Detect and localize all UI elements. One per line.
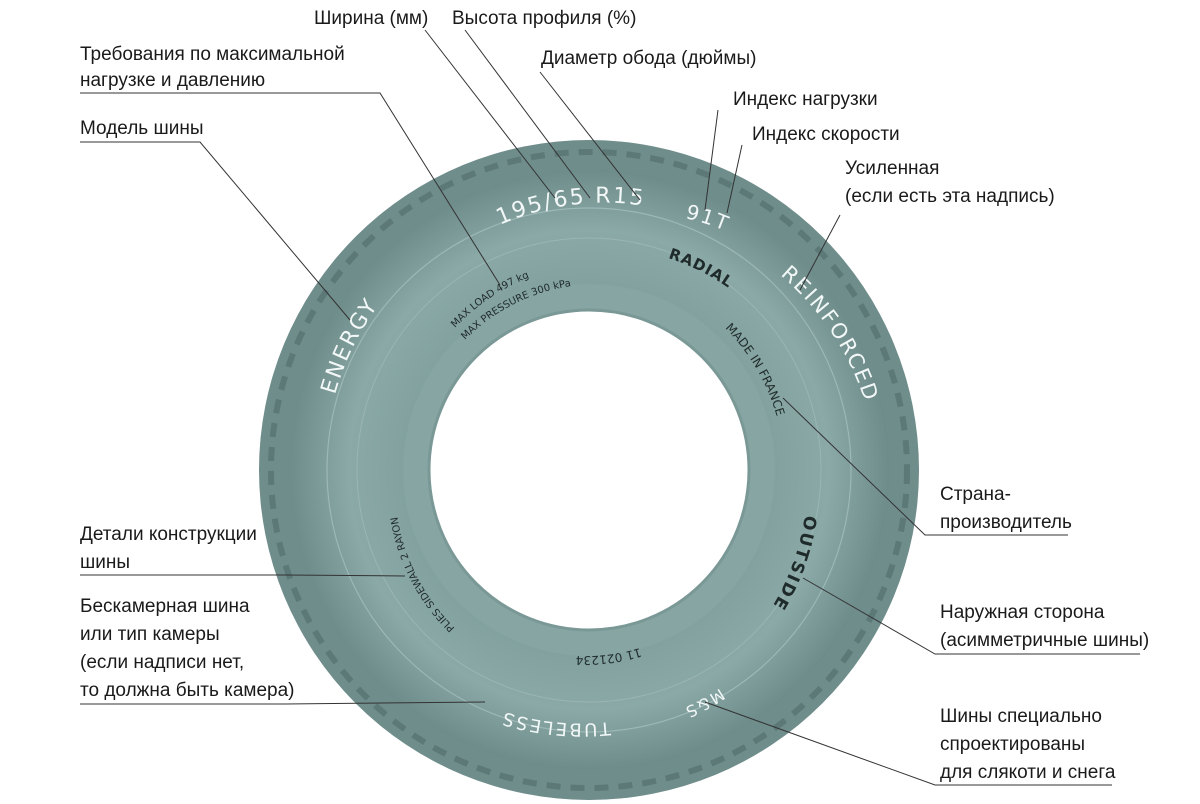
leader-tubeless <box>80 701 486 705</box>
leader-construction <box>80 574 406 577</box>
label-model: Модель шины <box>80 118 203 139</box>
label-speed-index: Индекс скорости <box>752 124 900 145</box>
sidewall-ring-mid <box>356 237 822 703</box>
label-ms-line3: для слякоти и снега <box>940 762 1116 783</box>
label-country-line1: Страна- <box>940 484 1011 505</box>
label-diameter: Диаметр обода (дюймы) <box>541 48 756 69</box>
label-reinforced-line2: (если есть эта надпись) <box>845 186 1055 207</box>
label-profile: Высота профиля (%) <box>452 8 636 29</box>
label-outside-line2: (асимметричные шины) <box>940 630 1149 651</box>
label-ms-line1: Шины специально <box>940 706 1102 727</box>
label-country-line2: производитель <box>940 512 1072 533</box>
label-load-pressure-line1: Требования по максимальной <box>80 44 345 65</box>
label-tubeless-line4: то должна быть камера) <box>80 680 295 701</box>
rim-hole <box>429 310 749 630</box>
label-tubeless-line3: (если надписи нет, <box>80 652 244 673</box>
leader-load-index <box>704 109 719 211</box>
leader-ms <box>704 701 1112 786</box>
leader-load-pressure <box>80 92 501 286</box>
leader-reinforced <box>799 214 841 291</box>
label-construction-line2: шины <box>80 552 130 573</box>
leader-speed-index <box>726 144 743 214</box>
label-tubeless-line1: Бескамерная шина <box>80 596 250 617</box>
rim-edge <box>427 308 751 632</box>
leader-model <box>80 141 351 321</box>
sidewall-ring-outer <box>326 207 852 733</box>
leader-profile <box>464 29 591 199</box>
label-width: Ширина (мм) <box>314 8 428 29</box>
label-construction-line1: Детали конструкции <box>80 524 257 545</box>
label-tubeless-line2: или тип камеры <box>80 624 220 645</box>
label-load-pressure-line2: нагрузке и давлению <box>80 70 265 91</box>
leader-diameter <box>539 71 641 201</box>
label-outside-line1: Наружная сторона <box>940 602 1105 623</box>
callouts: Ширина (мм) Высота профиля (%) Диаметр о… <box>80 8 1149 783</box>
tread-pattern <box>268 149 910 791</box>
tire <box>259 140 919 800</box>
label-reinforced-line1: Усиленная <box>845 158 939 179</box>
leader-country <box>782 397 1068 536</box>
label-ms-line2: спроектированы <box>940 734 1085 755</box>
leader-outside <box>802 577 1140 655</box>
leader-width <box>424 29 556 199</box>
leader-lines <box>80 29 1140 786</box>
label-load-index: Индекс нагрузки <box>733 89 878 110</box>
